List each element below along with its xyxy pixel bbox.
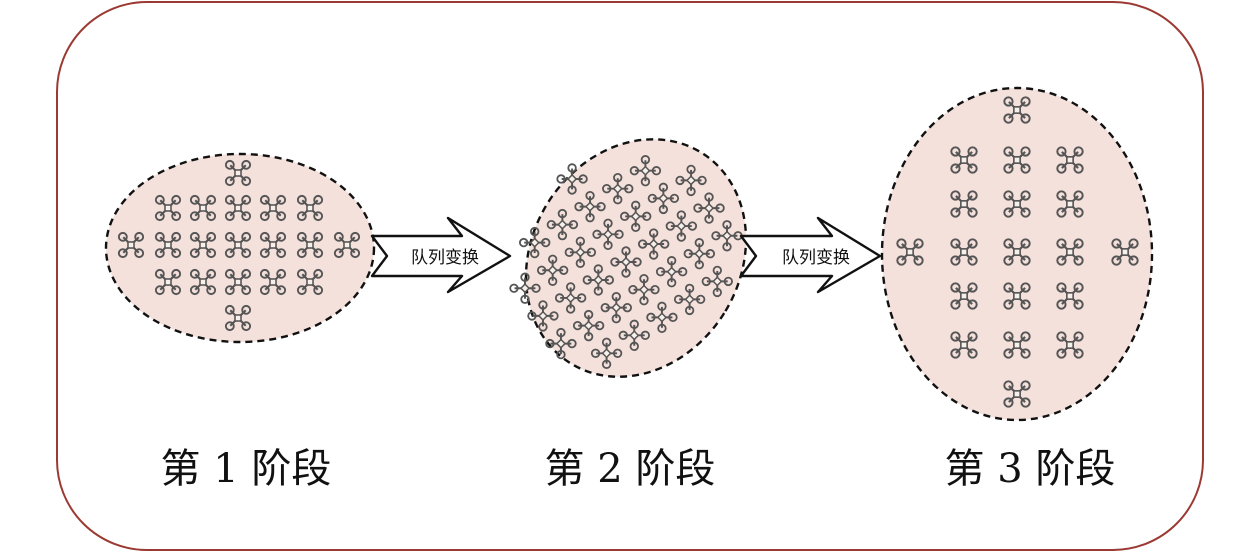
stage-1-label: 第 1 阶段	[161, 446, 332, 492]
transition-arrow-2: 队列变换	[739, 216, 882, 294]
arrow-1-label: 队列变换	[411, 248, 479, 268]
transition-arrow-1: 队列变换	[370, 216, 512, 294]
arrow-2-label: 队列变换	[782, 248, 850, 268]
stage-3-label: 第 3 阶段	[945, 446, 1116, 492]
outer-frame	[56, 1, 1204, 551]
stage-2-label: 第 2 阶段	[545, 446, 716, 492]
